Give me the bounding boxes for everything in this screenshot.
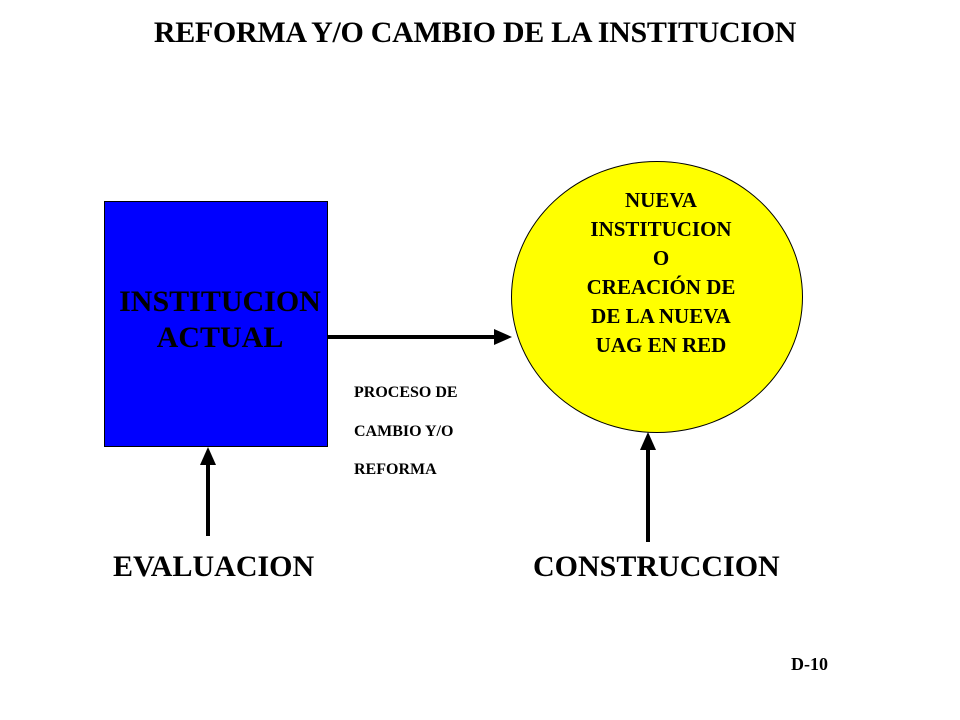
construction-label: CONSTRUCCION — [533, 550, 780, 583]
current-institution-line-2: ACTUAL — [156, 321, 284, 354]
page-number: D-10 — [791, 654, 828, 674]
evaluation-label: EVALUACION — [113, 550, 315, 583]
current-institution-label: INSTITUCION ACTUAL — [70, 284, 370, 356]
current-institution-box — [104, 201, 328, 447]
process-line-1: PROCESO DE — [354, 384, 458, 401]
process-line-2: CAMBIO Y/O — [354, 422, 454, 440]
process-arrow-head — [494, 329, 512, 345]
new-institution-line-1: NUEVA — [625, 188, 697, 212]
evaluation-arrow-head — [200, 447, 216, 465]
new-institution-label: NUEVA INSTITUCION O CREACIÓN DE DE LA NU… — [511, 186, 811, 360]
new-institution-line-6: UAG EN RED — [595, 333, 727, 357]
construction-arrow-head — [640, 432, 656, 450]
new-institution-line-3: O — [652, 246, 670, 270]
new-institution-line-4: CREACIÓN DE — [586, 275, 736, 299]
new-institution-line-2: INSTITUCION — [590, 217, 732, 241]
new-institution-line-5: DE LA NUEVA — [591, 304, 731, 328]
new-institution-circle — [511, 161, 803, 433]
slide-title: REFORMA Y/O CAMBIO DE LA INSTITUCION — [153, 16, 797, 49]
current-institution-line-1: INSTITUCION — [119, 285, 321, 318]
process-line-3: REFORMA — [354, 461, 437, 478]
process-label: PROCESO DE CAMBIO Y/O REFORMA — [354, 374, 458, 490]
